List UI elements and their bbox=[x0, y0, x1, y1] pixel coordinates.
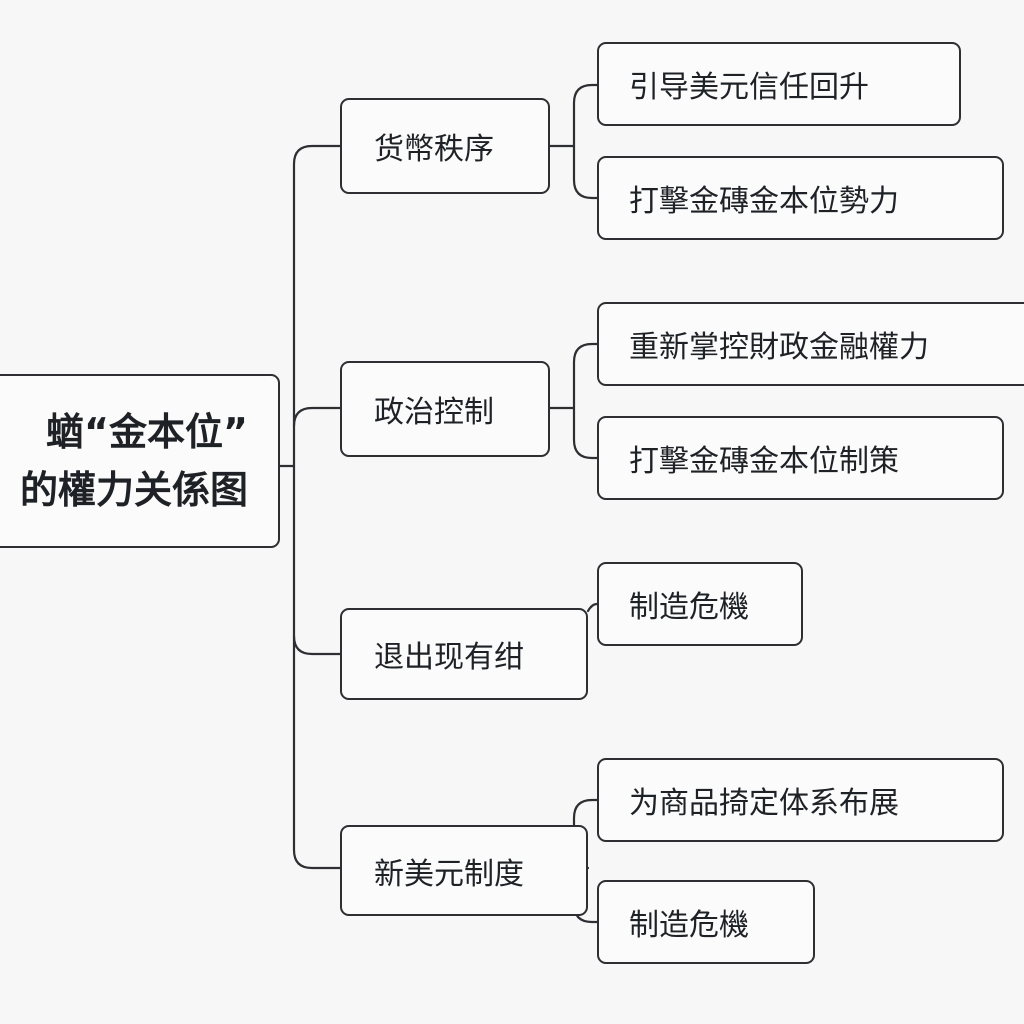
branch-node-political-control: 政治控制 bbox=[340, 361, 550, 457]
branch-label: 政治控制 bbox=[374, 395, 494, 430]
leaf-node: 制造危機 bbox=[597, 562, 803, 646]
leaf-label: 制造危機 bbox=[629, 908, 749, 943]
branch-node-exit: 退出现有绀 bbox=[340, 608, 588, 700]
leaf-connector-4 bbox=[572, 406, 599, 460]
leaf-node: 为商品掎定体系布展 bbox=[597, 758, 1004, 842]
branch-label: 退出现有绀 bbox=[374, 640, 524, 675]
leaf-connector-2 bbox=[572, 144, 599, 200]
leaf-label: 为商品掎定体系布展 bbox=[629, 786, 899, 821]
leaf-connector-5 bbox=[586, 602, 599, 613]
trunk-connector bbox=[292, 144, 342, 870]
root-title-line2: 的權力关係图 bbox=[19, 468, 248, 512]
root-title-line1: 蝤“金本位” bbox=[46, 410, 248, 454]
branch-node-new-dollar-system: 新美元制度 bbox=[340, 825, 588, 916]
branch-label: 货幣秩序 bbox=[374, 132, 494, 167]
branch-label: 新美元制度 bbox=[374, 856, 524, 892]
leaf-label: 打擊金磚金本位制策 bbox=[629, 444, 899, 479]
leaf-node: 重新掌控財政金融權力 bbox=[597, 302, 1024, 386]
leaf-node: 引导美元信任回升 bbox=[597, 42, 961, 126]
branch-node-monetary-order: 货幣秩序 bbox=[340, 98, 550, 194]
leaf-node: 打擊金磚金本位勢力 bbox=[597, 156, 1004, 240]
leaf-connector-6 bbox=[572, 798, 599, 870]
leaf-node: 打擊金磚金本位制策 bbox=[597, 416, 1004, 500]
branch-connector-politics bbox=[292, 406, 342, 428]
leaf-connector-3 bbox=[548, 342, 599, 410]
leaf-label: 制造危機 bbox=[629, 590, 749, 625]
root-node: 蝤“金本位” 的權力关係图 bbox=[0, 374, 280, 548]
leaf-connector-1 bbox=[548, 83, 599, 148]
leaf-node: 制造危機 bbox=[597, 880, 815, 964]
leaf-label: 引导美元信任回升 bbox=[629, 70, 869, 105]
leaf-label: 重新掌控財政金融權力 bbox=[629, 330, 929, 365]
leaf-label: 打擊金磚金本位勢力 bbox=[629, 184, 899, 219]
branch-connector-exit bbox=[292, 634, 342, 656]
